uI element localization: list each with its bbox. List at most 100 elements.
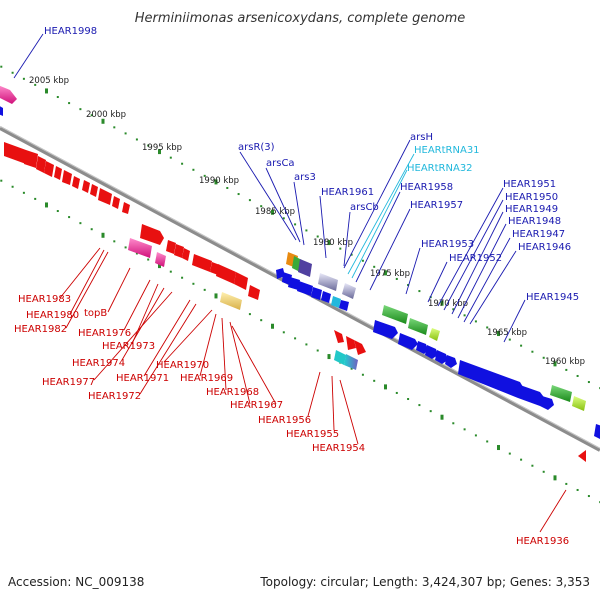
tick-mark [34,197,37,200]
scale-label: 2005 kbp [29,76,69,86]
tick-mark [11,71,14,74]
label-hear1970: HEAR1970 [156,360,209,371]
label-hear1945: HEAR1945 [526,292,579,303]
tick-mark [226,186,229,189]
tick-mark [542,356,545,359]
gene-green [550,385,572,402]
gene-hear1961 [318,273,338,291]
gene-hear1998-region [0,85,17,104]
gene-reverse [354,340,366,355]
tick-mark [361,373,364,376]
tick-mark [384,270,387,276]
tick-mark [90,114,93,117]
gene-hear1957 [373,320,398,339]
tick-mark [214,293,218,299]
tick-mark [169,156,172,159]
gene-forward [0,106,3,116]
tick-mark [508,452,511,455]
gene-arsCb [342,283,356,299]
tick-mark [305,343,308,346]
label-hear1946: HEAR1946 [518,242,571,253]
tick-mark [248,199,251,202]
label-hear1953: HEAR1953 [421,239,474,250]
forward-leader-lines [13,33,526,343]
label-arsCa: arsCa [266,158,295,169]
tick-mark [282,217,285,220]
tick-mark [452,422,455,425]
label-hear1976: HEAR1976 [78,328,131,339]
label-hear1972: HEAR1972 [88,391,141,402]
label-hear1971: HEAR1971 [116,373,169,384]
tick-marks [0,65,600,504]
tick-mark [124,246,127,249]
gene-reverse [234,272,248,290]
tick-mark [192,282,195,285]
forward-labels: HEAR1998 arsR(3) arsCa arsCb ars3 HEAR19… [44,26,579,303]
tick-mark [418,404,421,407]
tick-mark [260,205,263,208]
tick-mark [271,209,274,215]
label-hear1961: HEAR1961 [321,187,374,198]
tick-mark [305,229,308,232]
gene-forward [297,281,313,296]
gene-pink [128,238,152,258]
scale-label: 1975 kbp [370,269,410,279]
tick-mark [373,265,376,268]
label-hear1980: HEAR1980 [26,310,79,321]
label-hear1973: HEAR1973 [102,341,155,352]
tick-mark [587,381,590,384]
label-hear1950: HEAR1950 [505,192,558,203]
tick-mark [248,313,251,316]
tick-mark [158,149,161,155]
label-hearTRNA32: HEARtRNA32 [407,163,473,174]
label-hear1983: HEAR1983 [18,294,71,305]
tick-mark [90,228,93,231]
label-hear1956: HEAR1956 [258,415,311,426]
tick-mark [113,126,116,129]
label-topB: topB [84,308,107,319]
tick-mark [158,263,161,269]
tick-mark [294,337,297,340]
tick-mark [395,277,398,280]
tick-mark [135,138,138,141]
tick-mark [565,368,568,371]
gene-forward [339,300,349,311]
tick-mark [486,326,489,329]
gene-forward [321,291,331,303]
tick-mark [497,445,500,451]
tick-mark [339,247,342,250]
scale-label: 1995 kbp [142,143,182,153]
label-hear1954: HEAR1954 [312,443,365,454]
tick-mark [316,349,319,352]
gene-hear1952-green [408,318,428,335]
gene-forward [425,345,438,359]
gene-hear1956-f [398,333,418,350]
label-hear1982: HEAR1982 [14,324,67,335]
tick-mark [565,482,568,485]
scale-label: 2000 kbp [86,110,126,120]
tick-mark [553,475,557,481]
tick-mark [531,464,534,467]
tick-mark [407,284,410,287]
gene-reverse [44,161,54,177]
gene-reverse [182,248,190,261]
label-hear1998: HEAR1998 [44,26,97,37]
tick-mark [474,320,477,323]
gene-forward [445,355,457,368]
scale-labels: 2005 kbp 2000 kbp 1995 kbp 1990 kbp 1985… [29,76,585,367]
scale-label: 1970 kbp [428,299,468,309]
tick-mark [520,344,523,347]
tick-mark [271,323,274,329]
tick-mark [474,434,477,437]
tick-mark [407,398,410,401]
tick-mark [192,168,195,171]
gene-reverse [174,244,184,258]
gene-reverse [24,150,38,168]
tick-mark [68,216,71,219]
label-hear1958: HEAR1958 [400,182,453,193]
tick-mark [452,308,455,311]
tick-mark [463,428,466,431]
gene-lightgreen [572,396,586,411]
tick-mark [203,288,206,291]
